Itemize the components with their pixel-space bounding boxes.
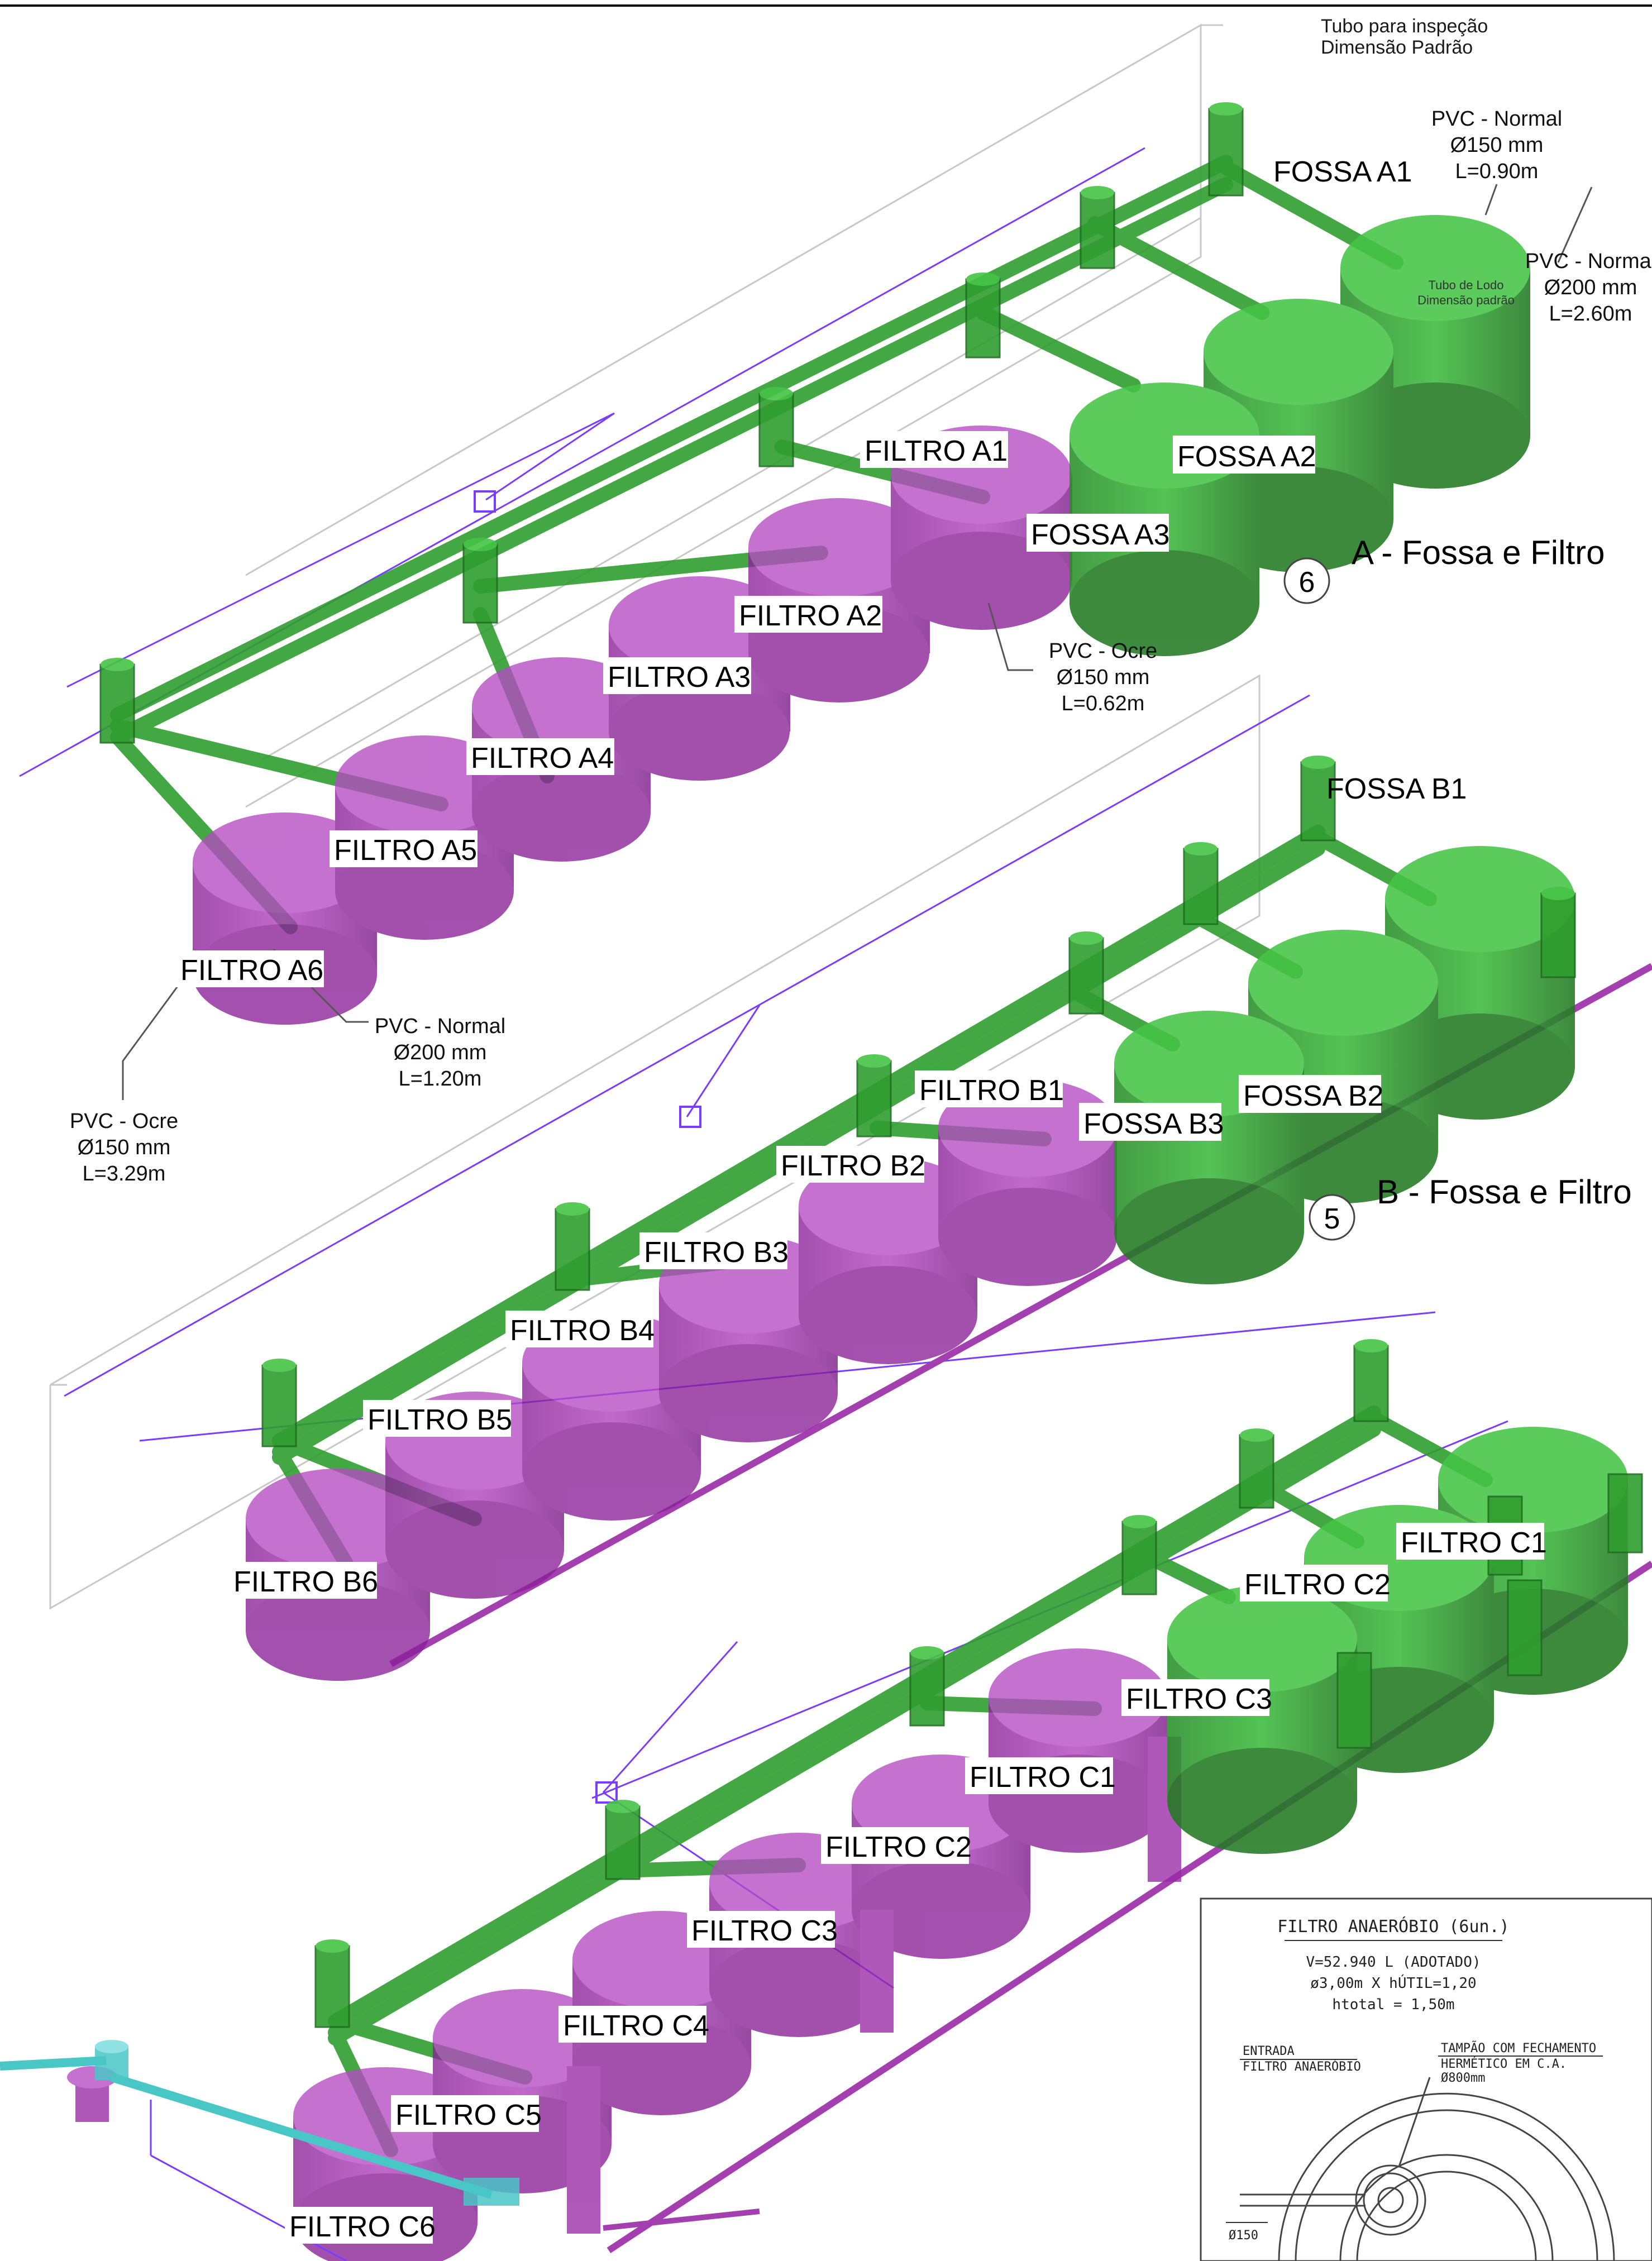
- label-filtro-a3: FILTRO A3: [608, 661, 751, 694]
- detail-tampao-line1: TAMPÃO COM FECHAMENTO: [1441, 2040, 1596, 2056]
- callout-pvc-normal-120-l2: Ø200 mm: [394, 1041, 487, 1064]
- guide-markers: [474, 490, 701, 1804]
- detail-pipe-diameter: Ø150: [1229, 2229, 1258, 2243]
- detail-dims: ø3,00m X hÚTIL=1,20: [1310, 1974, 1476, 1992]
- inspection-tubes-b: [261, 756, 1576, 1447]
- label-fossa-b1: FOSSA B1: [1326, 773, 1467, 805]
- callout-pvc-ocre-329-l3: L=3.29m: [83, 1162, 166, 1186]
- wall-outline-b: [49, 674, 1261, 1610]
- inspection-note-line1: Tubo para inspeção: [1321, 16, 1488, 37]
- fossa-b3-tank: [1114, 1011, 1304, 1284]
- callout-pvc-ocre-062-l3: L=0.62m: [1062, 692, 1145, 715]
- label-filtro-c3: FILTRO C3: [691, 1915, 838, 1947]
- label-filtro-b6: FILTRO B6: [233, 1566, 378, 1598]
- detail-tampao-line2: HERMÉTICO EM C.A.: [1441, 2057, 1567, 2071]
- callout-pvc-normal-120-l3: L=1.20m: [399, 1067, 482, 1091]
- callout-pvc-normal-200-l2: Ø200 mm: [1544, 276, 1637, 299]
- filtro-c1-tank: [989, 1648, 1167, 1853]
- label-fossa-b2: FOSSA B2: [1243, 1080, 1383, 1112]
- filtro-cylinders-a: [193, 426, 1072, 1025]
- inspection-tubes-a: [99, 102, 1244, 744]
- detail-box: FILTRO ANAERÓBIO (6un.) V=52.940 L (ADOT…: [1200, 1897, 1652, 2261]
- label-fossa-a3: FOSSA A3: [1031, 519, 1170, 551]
- label-fossa-a1: FOSSA A1: [1273, 156, 1412, 188]
- fossa-cylinders-a: [1069, 215, 1530, 656]
- callout-tubo-lodo-l2: Dimensão padrão: [1417, 293, 1515, 307]
- inspection-tubes-c: [314, 1339, 1643, 2028]
- label-filtro-b2: FILTRO B2: [781, 1150, 925, 1182]
- fossa-labels: FOSSA A1 FOSSA A2 FOSSA A3 FOSSA B1 FOSS…: [1026, 156, 1467, 1141]
- wall-outline-a: [245, 23, 1223, 808]
- label-filtro-a6: FILTRO A6: [180, 954, 323, 987]
- pipe-magenta-c-stub: [603, 2209, 760, 2231]
- detail-entrada-line2: FILTRO ANAERÓBIO: [1243, 2059, 1361, 2074]
- label-filtro-c6: FILTRO C6: [289, 2211, 436, 2243]
- label-filtro-c1: FILTRO C1: [970, 1761, 1116, 1794]
- label-fossa-b3: FOSSA B3: [1083, 1108, 1224, 1140]
- callout-pvc-ocre-062-l1: PVC - Ocre: [1049, 639, 1157, 663]
- label-fossa-a2: FOSSA A2: [1177, 441, 1316, 473]
- label-filtro-b3: FILTRO B3: [644, 1236, 789, 1269]
- callouts: PVC - Normal Ø150 mm L=0.90m PVC - Norma…: [70, 107, 1652, 1186]
- section-a-number: 6: [1299, 566, 1315, 599]
- filtro-labels: FILTRO A1 FILTRO A2 FILTRO A3 FILTRO A4 …: [176, 431, 1547, 2244]
- detail-title: FILTRO ANAERÓBIO (6un.): [1277, 1916, 1509, 1937]
- label-filtro-c5: FILTRO C5: [395, 2099, 542, 2131]
- callout-pvc-normal-150-l3: L=0.90m: [1455, 160, 1539, 183]
- label-filtro-c2: FILTRO C2: [825, 1831, 972, 1863]
- callout-pvc-ocre-329-l2: Ø150 mm: [78, 1136, 171, 1159]
- detail-tampao-line3: Ø800mm: [1441, 2071, 1485, 2085]
- callout-pvc-normal-150-l2: Ø150 mm: [1450, 133, 1544, 157]
- callout-pvc-ocre-062-l2: Ø150 mm: [1057, 666, 1150, 689]
- inspection-note: Tubo para inspeção Dimensão Padrão: [1321, 16, 1488, 58]
- detail-volume: V=52.940 L (ADOTADO): [1306, 1954, 1481, 1971]
- callout-pvc-normal-150-l1: PVC - Normal: [1431, 107, 1562, 131]
- section-b-number: 5: [1324, 1203, 1340, 1235]
- callout-tubo-lodo-l1: Tubo de Lodo: [1429, 278, 1504, 292]
- section-titles: 6 A - Fossa e Filtro 5 B - Fossa e Filtr…: [1283, 534, 1632, 1241]
- section-b-title: B - Fossa e Filtro: [1377, 1173, 1632, 1211]
- inspection-note-line2: Dimensão Padrão: [1321, 37, 1473, 58]
- label-filtro-a5: FILTRO A5: [334, 834, 477, 867]
- detail-plan-view: [1240, 2077, 1615, 2261]
- section-b-number-circle: [1309, 1194, 1355, 1241]
- section-a-number-circle: [1283, 557, 1330, 604]
- callout-pvc-normal-200-l3: L=2.60m: [1549, 302, 1632, 326]
- detail-htotal: htotal = 1,50m: [1332, 1996, 1454, 2013]
- label-filtro-a1: FILTRO A1: [865, 435, 1008, 467]
- label-filtro-c4: FILTRO C4: [563, 2010, 709, 2042]
- filtro-a4-tank: [472, 657, 651, 862]
- callout-pvc-ocre-329-l1: PVC - Ocre: [70, 1110, 178, 1133]
- label-filtro-b5: FILTRO B5: [367, 1404, 512, 1436]
- filtro-a2-tank: [748, 498, 930, 702]
- label-filtro-c1-top: FILTRO C1: [1401, 1527, 1547, 1559]
- filtro-cylinders-c: [67, 1648, 1181, 2261]
- detail-entrada-line1: ENTRADA: [1243, 2044, 1295, 2058]
- callout-pvc-normal-200-l1: PVC - Normal: [1525, 250, 1652, 273]
- label-filtro-b1: FILTRO B1: [919, 1074, 1064, 1107]
- section-a-title: A - Fossa e Filtro: [1352, 534, 1605, 571]
- label-filtro-c2-top: FILTRO C2: [1244, 1569, 1391, 1601]
- label-filtro-a2: FILTRO A2: [739, 600, 882, 632]
- label-filtro-c3-top: FILTRO C3: [1126, 1683, 1272, 1715]
- cyan-pipe: [0, 2040, 519, 2206]
- label-filtro-b4: FILTRO B4: [510, 1314, 655, 1347]
- fossa-c3-tank: [1167, 1586, 1357, 1854]
- label-filtro-a4: FILTRO A4: [471, 742, 614, 775]
- filtro-b4-tank: [522, 1313, 701, 1521]
- callout-pvc-normal-120-l1: PVC - Normal: [375, 1015, 505, 1038]
